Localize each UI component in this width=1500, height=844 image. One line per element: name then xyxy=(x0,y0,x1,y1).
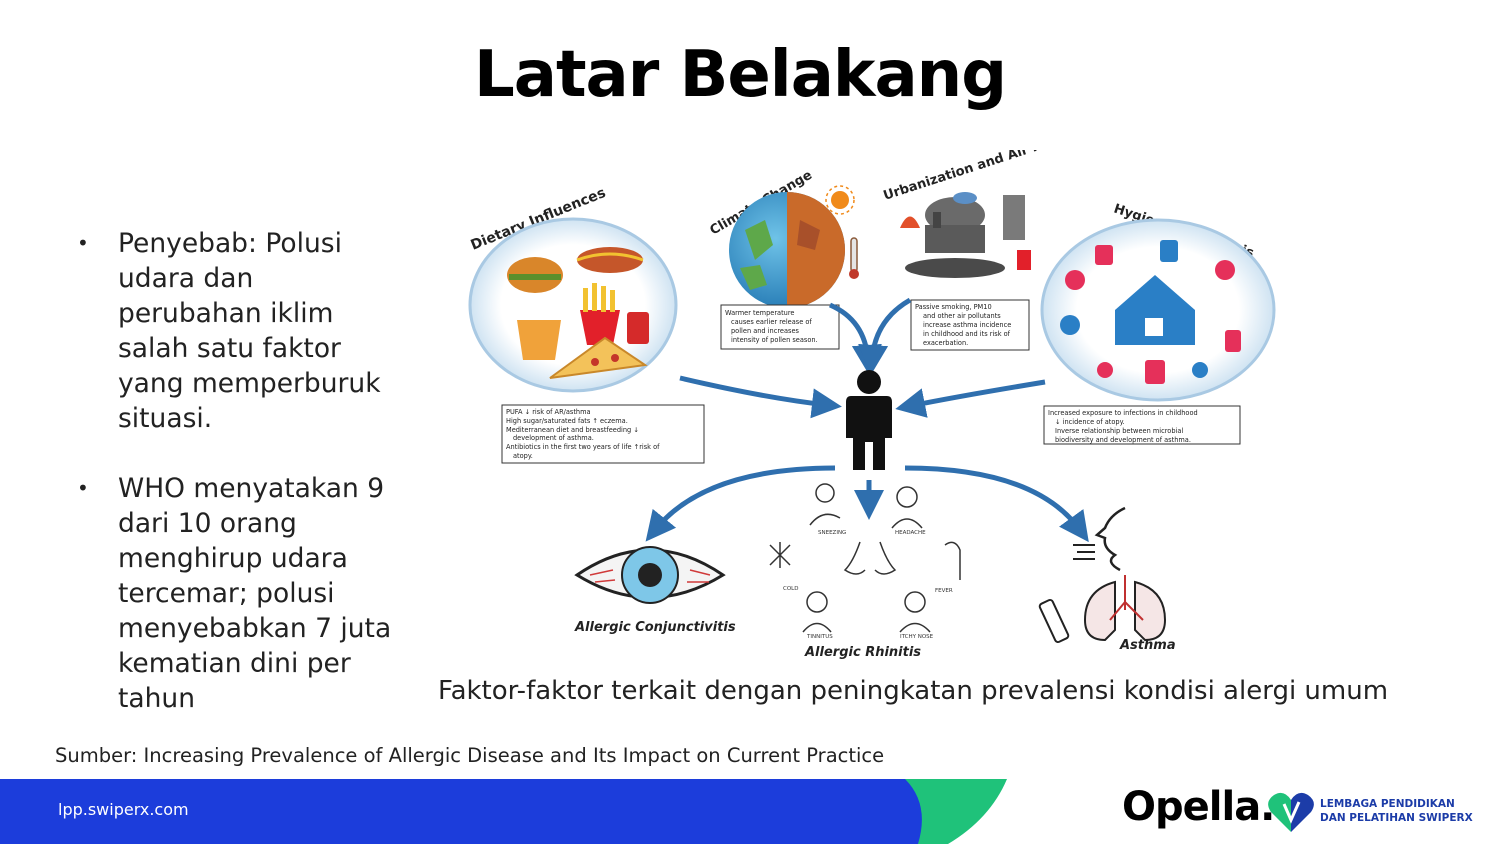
arrow-from-hygiene xyxy=(895,379,1046,418)
hygiene-note-line: Inverse relationship between microbial xyxy=(1055,427,1183,435)
figure-caption: Faktor-faktor terkait dengan peningkatan… xyxy=(438,676,1389,706)
urban-note-line: and other air pollutants xyxy=(923,312,1001,320)
urban-note-box xyxy=(910,299,1030,351)
svg-text:Warmer temperature cause: Warmer temperature causes earlier releas… xyxy=(725,309,818,344)
conjunctivitis-label: Allergic Conjunctivitis xyxy=(574,620,736,635)
house-icon xyxy=(1115,275,1195,345)
conjunctivitis-eye-icon xyxy=(574,546,726,604)
lpp-org-name: LEMBAGA PENDIDIKAN DAN PELATIHAN SWIPERX xyxy=(1320,797,1473,825)
dietary-note-line: atopy. xyxy=(513,452,533,460)
bullet-item: WHO menyatakan 9 dari 10 orang menghirup… xyxy=(75,471,405,716)
hygiene-note-line: ↓ incidence of atopy. xyxy=(1055,418,1125,426)
pizza-icon xyxy=(549,336,648,379)
soda-icon xyxy=(627,312,649,344)
bullet-list: Penyebab: Polusi udara dan perubahan ikl… xyxy=(75,226,405,751)
symptom-label: HEADACHE xyxy=(895,530,926,536)
dietary-note: PUFA ↓ risk of AR/asthma High sugar/satu… xyxy=(501,404,705,464)
dietary-note-line: High sugar/saturated fats ↑ eczema. xyxy=(506,417,628,425)
fire-icon xyxy=(900,216,920,228)
climate-note-box xyxy=(720,304,840,350)
svg-text:Increased exposure to infectio: Increased exposure to infections in chil… xyxy=(1048,409,1200,444)
sun-icon xyxy=(831,191,849,209)
symptom-label: ITCHY NOSE xyxy=(900,634,934,640)
headache-icon xyxy=(896,486,918,508)
climate-note-line: causes earlier release of xyxy=(731,318,812,326)
arrow-to-asthma xyxy=(904,465,1089,543)
urbanization-label: Urbanization and Air Pollution xyxy=(882,150,1097,204)
hotdog-icon xyxy=(577,247,643,273)
urban-note-line: increase asthma incidence xyxy=(923,321,1011,329)
fries-icon xyxy=(580,310,620,345)
island-icon xyxy=(905,258,1005,278)
urban-note-line: exacerbation. xyxy=(923,339,968,347)
symptom-label: COLD xyxy=(783,586,798,592)
chicken-bucket-icon xyxy=(517,320,561,360)
itchy-nose-icon xyxy=(904,591,926,613)
sneezing-icon xyxy=(815,483,835,503)
tinnitus-icon xyxy=(806,591,828,613)
hygiene-hypothesis-group: Hygiene Hypothesis Increased exposure to… xyxy=(1040,202,1276,445)
inward-arrows xyxy=(679,297,1046,419)
climate-note-line: intensity of pollen season. xyxy=(731,336,818,344)
hygiene-note-line: Increased exposure to infections in chil… xyxy=(1048,409,1198,417)
lpp-org-line: LEMBAGA PENDIDIKAN xyxy=(1320,798,1455,810)
opella-logo: Opella. xyxy=(1122,784,1275,830)
urban-note-line: Passive smoking, PM10 xyxy=(915,303,992,311)
allergy-factors-diagram: Dietary Influences Climate Change Warmer… xyxy=(468,150,1276,660)
person-icon xyxy=(846,370,892,470)
asthma-group xyxy=(1038,506,1167,644)
svg-text:Passive smoking, PM10 an: Passive smoking, PM10 and other air poll… xyxy=(915,303,1013,347)
outward-arrows xyxy=(645,465,1089,543)
hygiene-note-line: biodiversity and development of asthma. xyxy=(1055,436,1191,444)
asthma-label: Asthma xyxy=(1119,638,1176,653)
dietary-note-line: PUFA ↓ risk of AR/asthma xyxy=(506,408,591,416)
symptom-label: SNEEZING xyxy=(818,530,846,536)
thermometer-icon xyxy=(850,237,858,273)
hygiene-note-box xyxy=(1043,405,1241,445)
dietary-note-line: Mediterranean diet and breastfeeding ↓ xyxy=(506,426,639,434)
inhaler-icon xyxy=(1038,598,1070,644)
face-icon xyxy=(1094,506,1126,572)
cleaning-item-icon xyxy=(1065,270,1085,290)
dietary-note-box xyxy=(501,404,705,464)
footer-url[interactable]: lpp.swiperx.com xyxy=(58,800,189,819)
dietary-influences-group: Dietary Influences xyxy=(468,185,678,393)
rhinitis-label: Allergic Rhinitis xyxy=(804,645,921,660)
dietary-note-line: development of asthma. xyxy=(513,434,594,442)
car-icon xyxy=(953,192,977,204)
dietary-note-line: Antibiotics in the first two years of li… xyxy=(506,443,660,451)
footer-bar xyxy=(0,779,1007,844)
bullet-item: Penyebab: Polusi udara dan perubahan ikl… xyxy=(75,226,405,436)
nose-icon xyxy=(843,541,897,575)
arrow-to-conjunctivitis xyxy=(645,465,836,542)
symptom-label: FEVER xyxy=(935,588,953,594)
urban-note-line: in childhood and its risk of xyxy=(923,330,1011,338)
footer-blue-band xyxy=(0,779,922,844)
breath-icon xyxy=(1073,544,1095,560)
factory-icon xyxy=(925,225,985,253)
climate-change-group: Climate Change Warmer temperature causes… xyxy=(708,168,859,350)
arrow-from-urban xyxy=(858,297,912,375)
building-icon xyxy=(1003,195,1025,240)
climate-note-line: pollen and increases xyxy=(731,327,800,335)
symptom-label: TINNITUS xyxy=(806,634,833,640)
slide-title: Latar Belakang xyxy=(473,38,1007,112)
svg-text:SNEEZING HEADACHE COLD: SNEEZING HEADACHE COLD FEVER TINNITUS IT… xyxy=(783,530,954,640)
lpp-org-line: DAN PELATIHAN SWIPERX xyxy=(1320,812,1473,824)
climate-note-line: Warmer temperature xyxy=(725,309,794,317)
heart-logo-icon xyxy=(1268,792,1314,832)
lungs-icon xyxy=(1083,580,1116,642)
rhinitis-symptoms xyxy=(802,483,961,633)
fever-icon xyxy=(944,541,961,580)
cold-icon xyxy=(769,542,791,568)
svg-text:PUFA ↓ risk of AR/asthma: PUFA ↓ risk of AR/asthma High sugar/satu… xyxy=(506,408,662,460)
source-citation: Sumber: Increasing Prevalence of Allergi… xyxy=(55,744,885,767)
arrow-from-dietary xyxy=(679,375,842,419)
